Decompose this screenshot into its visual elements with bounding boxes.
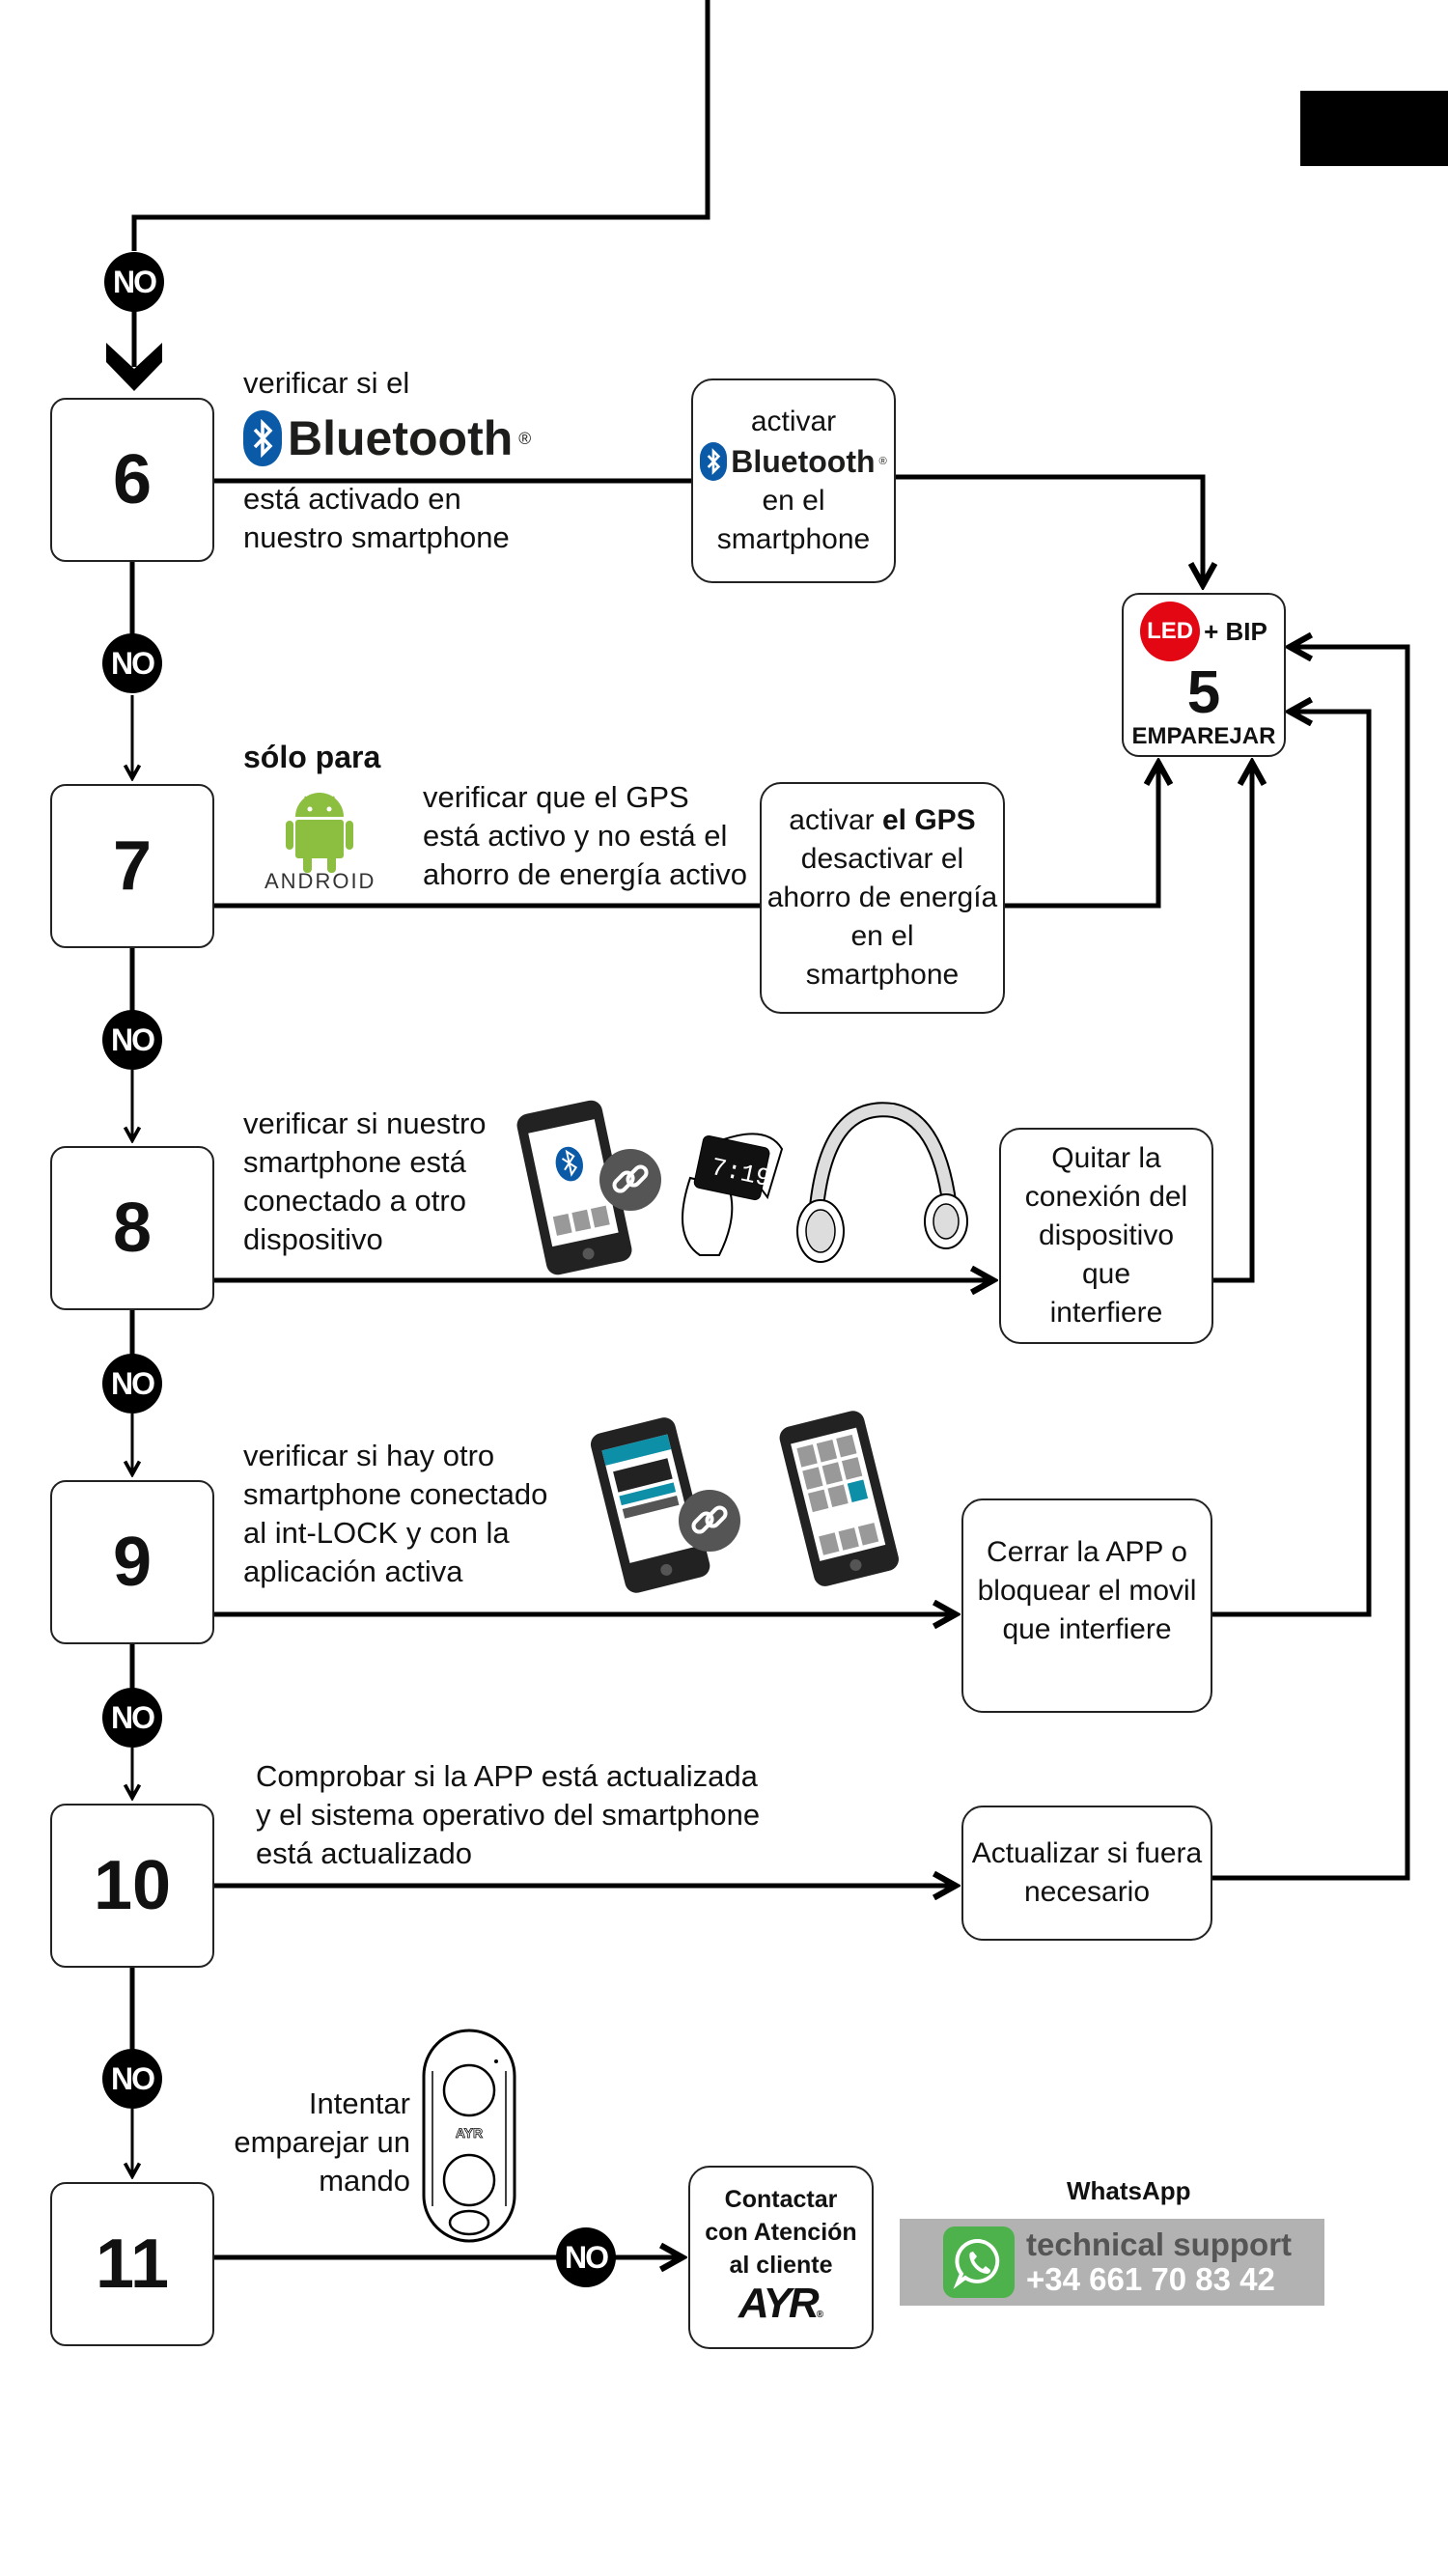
android-robot-icon	[286, 793, 353, 873]
headphones-icon	[796, 1102, 968, 1263]
no-badge: NO	[102, 2049, 162, 2109]
action-activate-bluetooth: activar Bluetooth® en el smartphone	[691, 378, 896, 583]
no-badge: NO	[102, 633, 162, 693]
bluetooth-icon	[700, 442, 728, 481]
step-box-9: 9	[50, 1480, 214, 1644]
only-for-label: sólo para	[243, 740, 381, 774]
step5-number: 5	[1186, 659, 1221, 726]
smartwatch-icon: 7:19	[682, 1133, 784, 1256]
chevron-down-icon	[106, 343, 162, 391]
connector-bt-to-5	[896, 474, 1203, 585]
connector-gps-to-5	[1005, 763, 1158, 909]
step-box-10: 10	[50, 1804, 214, 1968]
connected-devices-illustration: 7:19	[516, 1100, 968, 1275]
no-badge: NO	[556, 2227, 616, 2287]
action-remove-connection: Quitar la conexión del dispositivo que i…	[999, 1128, 1213, 1344]
link-icon	[679, 1490, 740, 1552]
link-icon	[599, 1149, 661, 1211]
step6-description: verificar si el Bluetooth® está activado…	[243, 364, 531, 557]
step-box-11: 11	[50, 2182, 214, 2346]
smartphone-home-icon	[779, 1411, 899, 1586]
whatsapp-icon	[943, 2226, 1015, 2298]
intlock-app-icon	[847, 1479, 869, 1502]
remote-control-icon: AYR	[422, 2029, 516, 2243]
bluetooth-logo: Bluetooth®	[700, 441, 887, 482]
android-logo	[266, 782, 373, 888]
whatsapp-support-banner[interactable]: technical support +34 661 70 83 42	[900, 2219, 1324, 2306]
step-box-8: 8	[50, 1146, 214, 1310]
step-box-7: 7	[50, 784, 214, 948]
step10-description: Comprobar si la APP está actualizada y e…	[256, 1759, 761, 1870]
step9-description: verificar si hay otro smartphone conecta…	[243, 1439, 548, 1588]
connector-quitar-to-5	[1213, 763, 1252, 1283]
action-close-app: Cerrar la APP o bloquear el movil que in…	[961, 1498, 1212, 1713]
whatsapp-support-label: technical support	[1026, 2226, 1293, 2262]
smartphone-bluetooth-icon	[516, 1100, 632, 1275]
step-box-6: 6	[50, 398, 214, 562]
svg-text:AYR: AYR	[456, 2125, 483, 2141]
no-badge: NO	[104, 252, 164, 312]
connector-actualizar-to-5	[1212, 647, 1410, 1881]
whatsapp-phone-number[interactable]: +34 661 70 83 42	[1026, 2261, 1275, 2297]
connector-cerrar-to-5	[1212, 712, 1372, 1617]
no-badge: NO	[102, 1354, 162, 1414]
action-contact-support: Contactar con Atención al cliente AYR®	[688, 2166, 874, 2349]
no-badge: NO	[102, 1688, 162, 1748]
connector-top-in	[131, 0, 710, 251]
step6-line: está activado en	[243, 482, 461, 516]
page-tab-marker	[1300, 91, 1448, 166]
step11-description: Intentar emparejar un mando	[234, 2086, 410, 2198]
step8-description: verificar si nuestro smartphone está con…	[243, 1106, 487, 1256]
led-icon: LED	[1140, 602, 1201, 661]
ayr-logo: AYR®	[738, 2280, 823, 2327]
bluetooth-logo: Bluetooth®	[243, 408, 531, 468]
step6-line: nuestro smartphone	[243, 520, 510, 554]
step7-description: verificar que el GPS está activo y no es…	[423, 780, 748, 891]
whatsapp-title: WhatsApp	[1067, 2176, 1191, 2205]
two-smartphones-illustration	[590, 1411, 899, 1593]
action-activate-gps: activar el GPS desactivar el ahorro de e…	[760, 782, 1005, 1014]
android-wordmark: ANDROID	[265, 869, 376, 893]
step6-line: verificar si el	[243, 366, 410, 400]
no-badge: NO	[102, 1010, 162, 1070]
step-box-5-emparejar: LED + BIP 5 EMPAREJAR	[1122, 593, 1286, 757]
step5-label: EMPAREJAR	[1131, 723, 1276, 749]
smartphone-app-icon	[590, 1417, 710, 1593]
action-update: Actualizar si fuera necesario	[961, 1806, 1212, 1941]
bip-label: + BIP	[1204, 617, 1267, 646]
bluetooth-icon	[243, 410, 282, 466]
